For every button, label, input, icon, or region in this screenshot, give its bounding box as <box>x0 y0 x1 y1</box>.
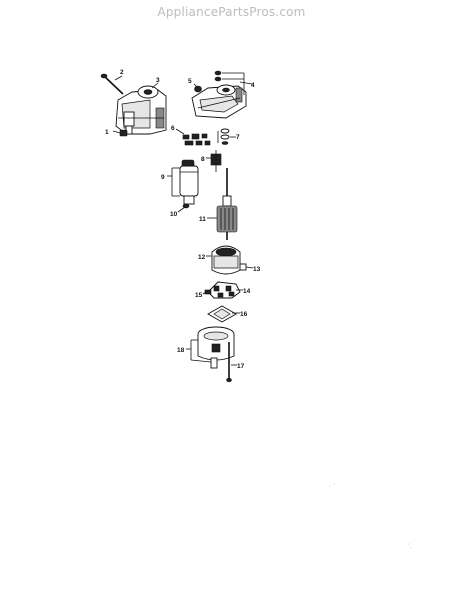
callout-16: 16 <box>240 311 248 318</box>
part-pinion-gear[interactable] <box>210 150 222 172</box>
callout-8: 8 <box>201 156 205 163</box>
part-bolt[interactable] <box>100 73 124 95</box>
callout-12: 12 <box>198 254 206 261</box>
part-field-frame[interactable] <box>211 245 241 275</box>
callout-11: 11 <box>199 216 206 223</box>
part-insulator-plate[interactable] <box>207 305 237 323</box>
callout-18: 18 <box>177 347 185 354</box>
callout-1: 1 <box>105 129 109 136</box>
part-nut-5[interactable] <box>194 85 202 93</box>
callout-4: 4 <box>251 82 255 89</box>
part-terminal-kit[interactable] <box>182 133 211 146</box>
callout-14: 14 <box>243 288 251 295</box>
callout-17: 17 <box>237 363 245 370</box>
callout-9: 9 <box>161 174 165 181</box>
part-brush-lead[interactable] <box>204 289 212 295</box>
callout-labels: 1 2 3 4 5 6 7 8 9 10 11 12 13 14 15 16 1… <box>105 69 261 370</box>
part-washers-7[interactable] <box>220 128 230 145</box>
part-drive-housing[interactable] <box>115 85 167 135</box>
callout-5: 5 <box>188 78 192 85</box>
part-nut-1[interactable] <box>119 129 128 137</box>
callout-7: 7 <box>236 134 240 141</box>
part-end-housing[interactable] <box>191 84 247 119</box>
leader-lines <box>112 72 254 366</box>
part-terminal-stud[interactable] <box>239 263 247 271</box>
part-brush-holder[interactable] <box>207 281 241 299</box>
part-end-frame[interactable] <box>197 326 235 369</box>
part-armature[interactable] <box>216 205 238 240</box>
part-solenoid[interactable] <box>179 159 199 205</box>
callout-10: 10 <box>170 211 178 218</box>
watermark-text: AppliancePartsPros.com <box>157 5 306 19</box>
callout-15: 15 <box>195 292 203 299</box>
part-drive-shaft[interactable] <box>222 168 232 207</box>
callout-13: 13 <box>253 266 261 273</box>
callout-3: 3 <box>156 77 160 84</box>
scan-specks <box>329 483 412 549</box>
callout-6: 6 <box>171 125 175 132</box>
callout-2: 2 <box>120 69 124 76</box>
part-through-bolt[interactable] <box>226 342 232 383</box>
part-washers-4[interactable] <box>214 70 222 82</box>
